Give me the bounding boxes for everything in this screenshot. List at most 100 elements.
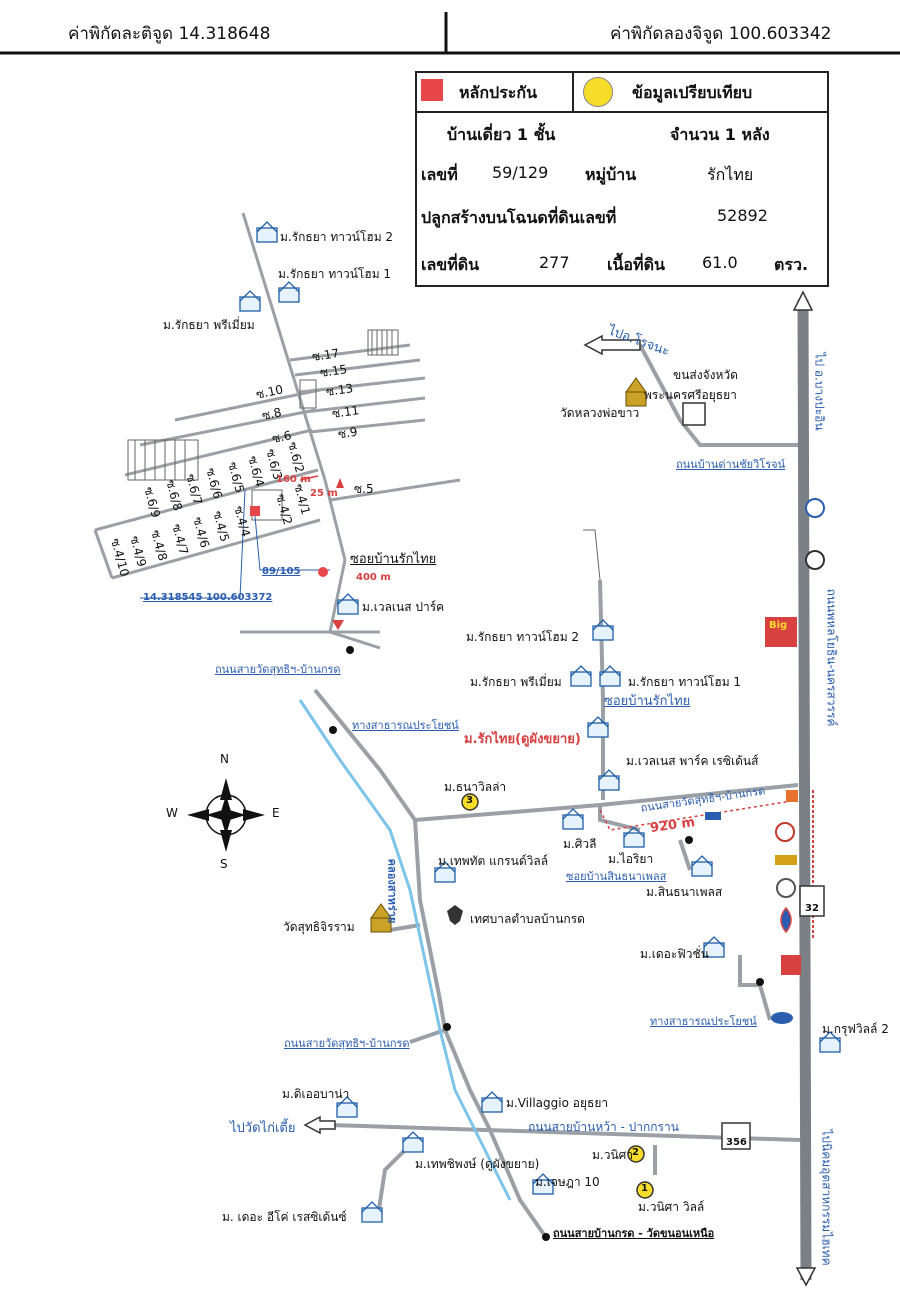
temple-icon-2 [370, 903, 392, 933]
legend-compare-label: ข้อมูลเปรียบเทียบ [632, 83, 753, 102]
inset-bottom-soi [111, 518, 321, 580]
compass-rose [187, 778, 265, 852]
road-sinthana [678, 839, 692, 871]
village-icon [599, 665, 621, 687]
to-wat-kai-tia-label: ไปวัดไก่เตี้ย [230, 1121, 296, 1136]
inset-soi-5 [329, 478, 461, 502]
village-rak-thai: ม.รักไทย(ดูผังขยาย) [464, 732, 581, 747]
junction-dot-4 [685, 836, 693, 844]
inset-village-premium: ม.รักธยา พรีเมี่ยม [163, 318, 255, 332]
village-icon [361, 1201, 383, 1223]
property-info-box: หลักประกัน ข้อมูลเปรียบเทียบ บ้านเดี่ยว … [415, 71, 829, 287]
village-siwali: ม.ศิวลี [563, 837, 597, 851]
junction-dot-6 [346, 646, 354, 654]
inset-lots [127, 329, 399, 521]
arrow-to-rojana [583, 334, 641, 356]
hwy-356-label: 356 [726, 1137, 747, 1148]
highway-arrow-south [795, 1267, 817, 1287]
junction-dot-5 [542, 1233, 550, 1241]
land-no-label: เลขที่ดิน [421, 255, 480, 274]
badge-3-circle [461, 793, 479, 811]
village-icon [402, 1131, 424, 1153]
dist-160m: 160 m [276, 474, 311, 485]
soi-sinthana-label: ซอยบ้านสินธนาเพลส [566, 870, 667, 883]
public-way-2: ทางสาธารณประโยชน์ [650, 1015, 757, 1028]
wat-luang-pho-khao-label: วัดหลวงพ่อขาว [560, 406, 640, 420]
road-ban-dan [638, 344, 798, 447]
road-ban-dan-label: ถนนบ้านด่านชัยวิโรจน์ [676, 458, 786, 471]
legend-collateral-label: หลักประกัน [459, 83, 538, 102]
village-label: หมู่บ้าน [585, 165, 637, 184]
village-icon [598, 769, 620, 791]
village-icon [819, 1031, 841, 1053]
road-wat-suthi-temple [389, 923, 421, 932]
soi-8: ซ.8 [260, 405, 283, 423]
hwy-32-label: 32 [805, 903, 819, 914]
road-wat-suthi-south [313, 688, 547, 1238]
village-value: รักไทย [707, 165, 754, 184]
chevrolet-logo [775, 855, 797, 865]
village-villaggio: ม.Villaggio อยุธยา [506, 1096, 609, 1110]
star-station-icon [805, 550, 825, 570]
road-ban-wa-label: ถนนสายบ้านหว้า - ปากกราน [528, 1120, 679, 1134]
road-wat-suthi-label-2: ถนนสายวัดสุทธิฯ-บ้านกรด [284, 1037, 410, 1050]
dist-400m: 400 m [356, 572, 391, 583]
ptt-station-icon [805, 498, 825, 518]
village-de-ebana: ม.ดิเออบาน่า [282, 1087, 350, 1101]
soi-5: ซ.5 [354, 482, 374, 496]
inset-village-townhome1: ม.รักธยา ทาวน์โฮม 1 [278, 267, 392, 281]
village-wanisa: ม.วนิศา [592, 1148, 634, 1162]
village-the-fusion: ม.เดอะฟิวชั่น [640, 947, 709, 961]
inset-main-road-south [323, 479, 347, 561]
compass-n: N [220, 752, 229, 766]
badge-3: 3 [466, 795, 473, 806]
inset-village-townhome2: ม.รักธยา ทาวน์โฮม 2 [280, 230, 394, 244]
latitude-label: ค่าพิกัดละติจูด 14.318648 [68, 24, 271, 44]
inset-main-road [241, 212, 327, 481]
village-icon [532, 1173, 554, 1195]
village-icon [570, 665, 592, 687]
village-iriya: ม.ไอริยา [608, 852, 654, 866]
soi-13: ซ.13 [325, 381, 355, 399]
village-wellness-residence: ม.เวลเนส พาร์ค เรซิเด้นส์ [626, 754, 759, 768]
inset-soi-17 [289, 343, 411, 362]
junction-dot-2 [443, 1023, 451, 1031]
municipality-label: เทศบาลตำบลบ้านกรด [470, 912, 585, 926]
village-krungwill: ม.กรุฟวิลล์ 2 [822, 1022, 889, 1036]
road-ban-krot-south-label: ถนนสายบ้านกรด - วัดขนอนเหนือ [553, 1227, 715, 1240]
village-sinthana: ม.สินธนาเพลส [646, 885, 723, 899]
village-icon [278, 281, 300, 303]
inset-soi-11 [304, 396, 426, 414]
ptt-logo [780, 906, 792, 934]
inset-soi-rak-thai: ซอยบ้านรักไทย [350, 552, 437, 567]
arrow-to-wat-kai-tia [303, 1115, 336, 1135]
house-ref-89-105: 89/105 [262, 566, 301, 577]
inset-soi-10 [174, 388, 321, 422]
inset-soi-8 [139, 408, 316, 447]
legend-row: หลักประกัน ข้อมูลเปรียบเทียบ [417, 73, 827, 113]
soi-9: ซ.9 [337, 424, 359, 442]
transport-office-label-2: พระนครศรีอยุธยา [644, 388, 737, 402]
inset-soi-13 [299, 376, 426, 394]
dist-arrow-head-1 [336, 478, 344, 488]
village-townhome1: ม.รักธยา ทาวน์โฮม 1 [628, 675, 742, 689]
house-no-label: เลขที่ [421, 165, 458, 184]
temple-icon-1 [625, 377, 647, 407]
municipality-icon [447, 905, 463, 925]
village-icon [239, 290, 261, 312]
hwy-356-shield [721, 1122, 751, 1150]
junction-dot-1 [329, 726, 337, 734]
transport-office-label: ขนส่งจังหวัด [673, 368, 738, 382]
highway-south-label: ไปนิคมอุตสาหกรรมไฮเทค [819, 1129, 834, 1266]
village-chetsada: ม.เจษฎา 10 [535, 1175, 600, 1189]
house-type: บ้านเดี่ยว 1 ชั้น [447, 125, 556, 144]
highway-north-label: ไป อ.บางปะอิน [812, 352, 827, 431]
village-icon [703, 936, 725, 958]
dist-arrow-head-2 [332, 620, 344, 630]
village-icon [691, 855, 713, 877]
dist-160-arrow [299, 475, 319, 481]
mazda-logo [776, 878, 796, 898]
house-count: จำนวน 1 หลัง [670, 125, 770, 144]
highway-arrow-north [792, 290, 814, 311]
soi-11: ซ.11 [331, 403, 361, 421]
